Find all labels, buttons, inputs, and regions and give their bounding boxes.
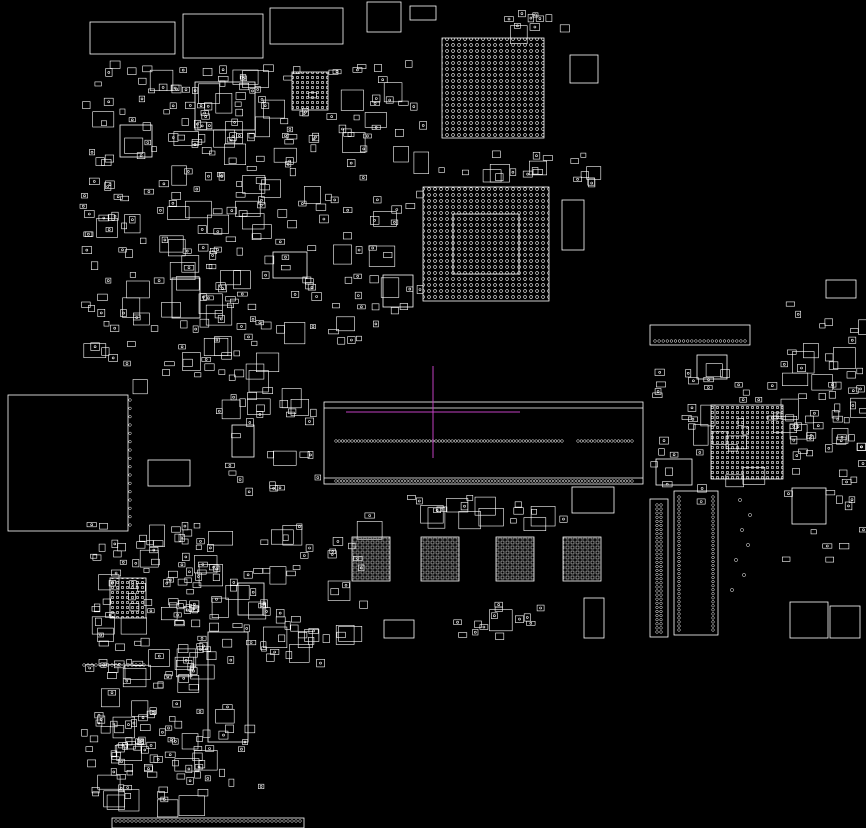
pin-rows	[82, 339, 752, 823]
io-connector-block[interactable]	[7, 394, 129, 532]
small-chip-232	[231, 424, 255, 458]
upper-left-qfn-2	[119, 124, 153, 158]
connector-top-left-3	[269, 7, 344, 45]
bottom-edge-connector	[111, 817, 305, 828]
right-header-connector	[649, 324, 751, 346]
right-conn-bottom-2	[829, 605, 861, 639]
ram-chip-1[interactable]	[351, 536, 391, 582]
connector-top-left-1	[89, 21, 176, 55]
upper-left-qfn	[291, 71, 329, 111]
small-chip-570	[569, 54, 599, 84]
connector-top-left-2	[182, 13, 264, 59]
pch-die	[452, 213, 520, 275]
right-slot-vertical	[649, 498, 669, 638]
small-chip-656	[655, 458, 693, 486]
chip-top-small-2	[409, 5, 437, 21]
pch-bga[interactable]	[422, 186, 550, 302]
cpu-bga[interactable]	[441, 37, 545, 139]
mid-chip-273	[272, 251, 308, 279]
small-chip-562	[561, 199, 585, 251]
ram-chip-4[interactable]	[562, 536, 602, 582]
lower-left-chip	[207, 631, 249, 743]
right-chip-far	[791, 487, 827, 525]
small-chip-572	[571, 486, 615, 514]
small-chip-238	[237, 582, 265, 616]
small-chip-384	[383, 619, 415, 639]
upper-left-chip-a	[194, 81, 256, 131]
passive-components	[79, 10, 866, 818]
chip-top-small	[366, 1, 402, 33]
small-chip-584	[583, 597, 605, 639]
memory-slot[interactable]	[323, 401, 644, 485]
gpu-bga[interactable]	[710, 404, 784, 480]
right-top-chip	[825, 279, 857, 299]
ram-chip-2[interactable]	[420, 536, 460, 582]
ram-chip-3[interactable]	[495, 536, 535, 582]
small-chip-697	[696, 354, 728, 380]
right-conn-bottom-1	[789, 601, 829, 639]
mid-left-chip	[171, 277, 201, 319]
mid-chip-383	[382, 274, 414, 308]
lower-left-qfn	[109, 577, 147, 619]
io-controller-chip[interactable]	[673, 490, 719, 636]
crosshair-cursor	[346, 366, 520, 458]
left-sensor-chip	[147, 459, 191, 487]
